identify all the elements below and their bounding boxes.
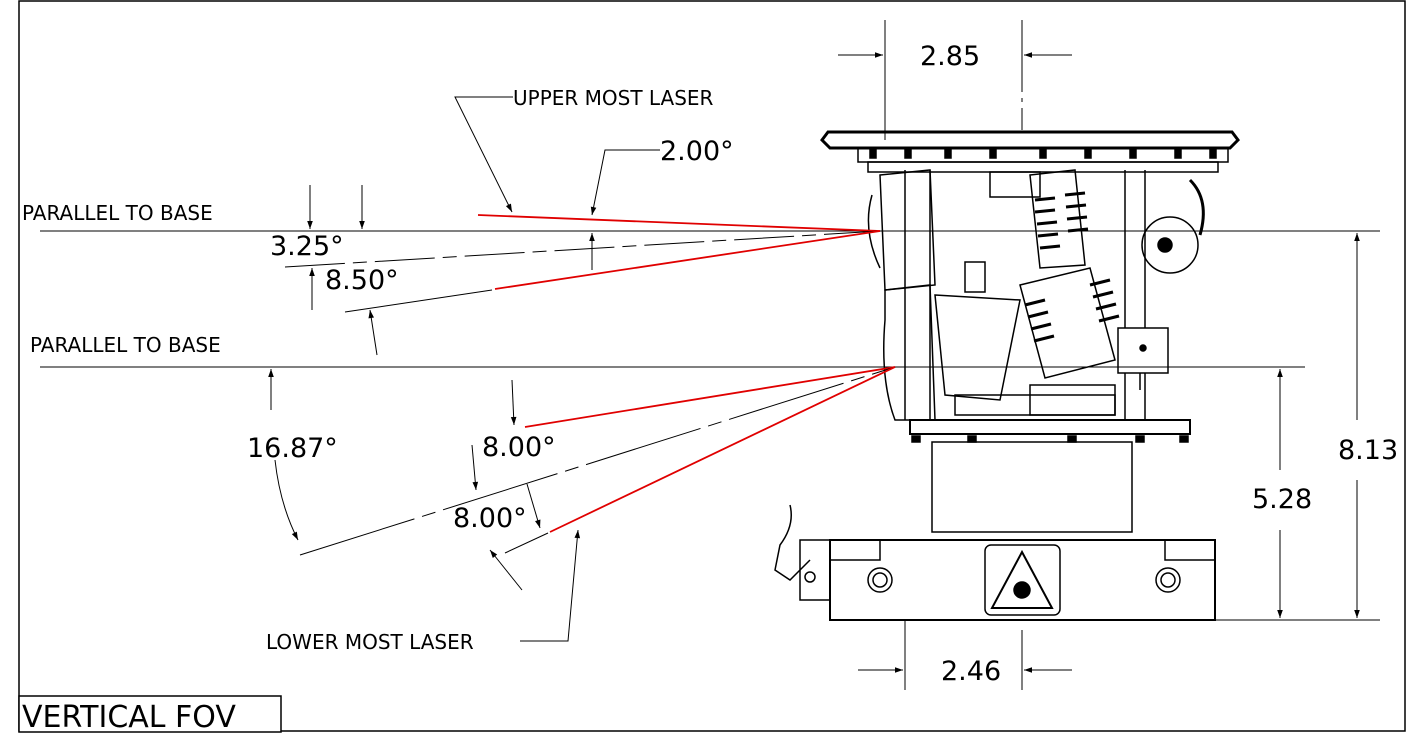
dimension-2-85: 2.85	[920, 41, 980, 72]
upper-most-laser-label: UPPER MOST LASER	[513, 86, 714, 110]
angle-dimensions	[268, 96, 660, 642]
upper-most-laser-ray	[477, 214, 881, 232]
sensor-device	[774, 130, 1240, 621]
linear-dimensions	[838, 52, 1360, 673]
title-vertical-fov: VERTICAL FOV	[22, 700, 236, 734]
angle-8-00-lower-label: 8.00°	[453, 503, 527, 534]
dimension-2-46: 2.46	[941, 656, 1001, 687]
lower-most-laser-ray	[549, 366, 896, 533]
upper-low-laser-ray	[494, 230, 881, 290]
angle-8-50-label: 8.50°	[325, 265, 399, 296]
upper-center-ray	[284, 230, 881, 268]
dimension-8-13: 8.13	[1338, 435, 1398, 466]
centerlines	[884, 20, 1023, 690]
parallel-upper-label: PARALLEL TO BASE	[22, 201, 213, 225]
lower-extension	[504, 532, 549, 554]
angle-2-00-label: 2.00°	[660, 136, 734, 167]
lower-most-laser-label: LOWER MOST LASER	[266, 630, 474, 654]
parallel-lower-label: PARALLEL TO BASE	[30, 333, 221, 357]
lower-upper-laser-ray	[524, 366, 896, 428]
angle-8-00-upper-label: 8.00°	[482, 432, 556, 463]
upper-lasers	[284, 214, 881, 313]
drawing-border	[18, 0, 1406, 732]
dimension-5-28: 5.28	[1252, 484, 1312, 515]
lower-center-ray	[299, 366, 896, 556]
title-box	[18, 695, 282, 733]
upper-lower-extension	[344, 289, 493, 313]
lower-lasers	[299, 366, 896, 556]
angle-16-87-label: 16.87°	[247, 433, 338, 464]
angle-3-25-label: 3.25°	[270, 231, 344, 262]
